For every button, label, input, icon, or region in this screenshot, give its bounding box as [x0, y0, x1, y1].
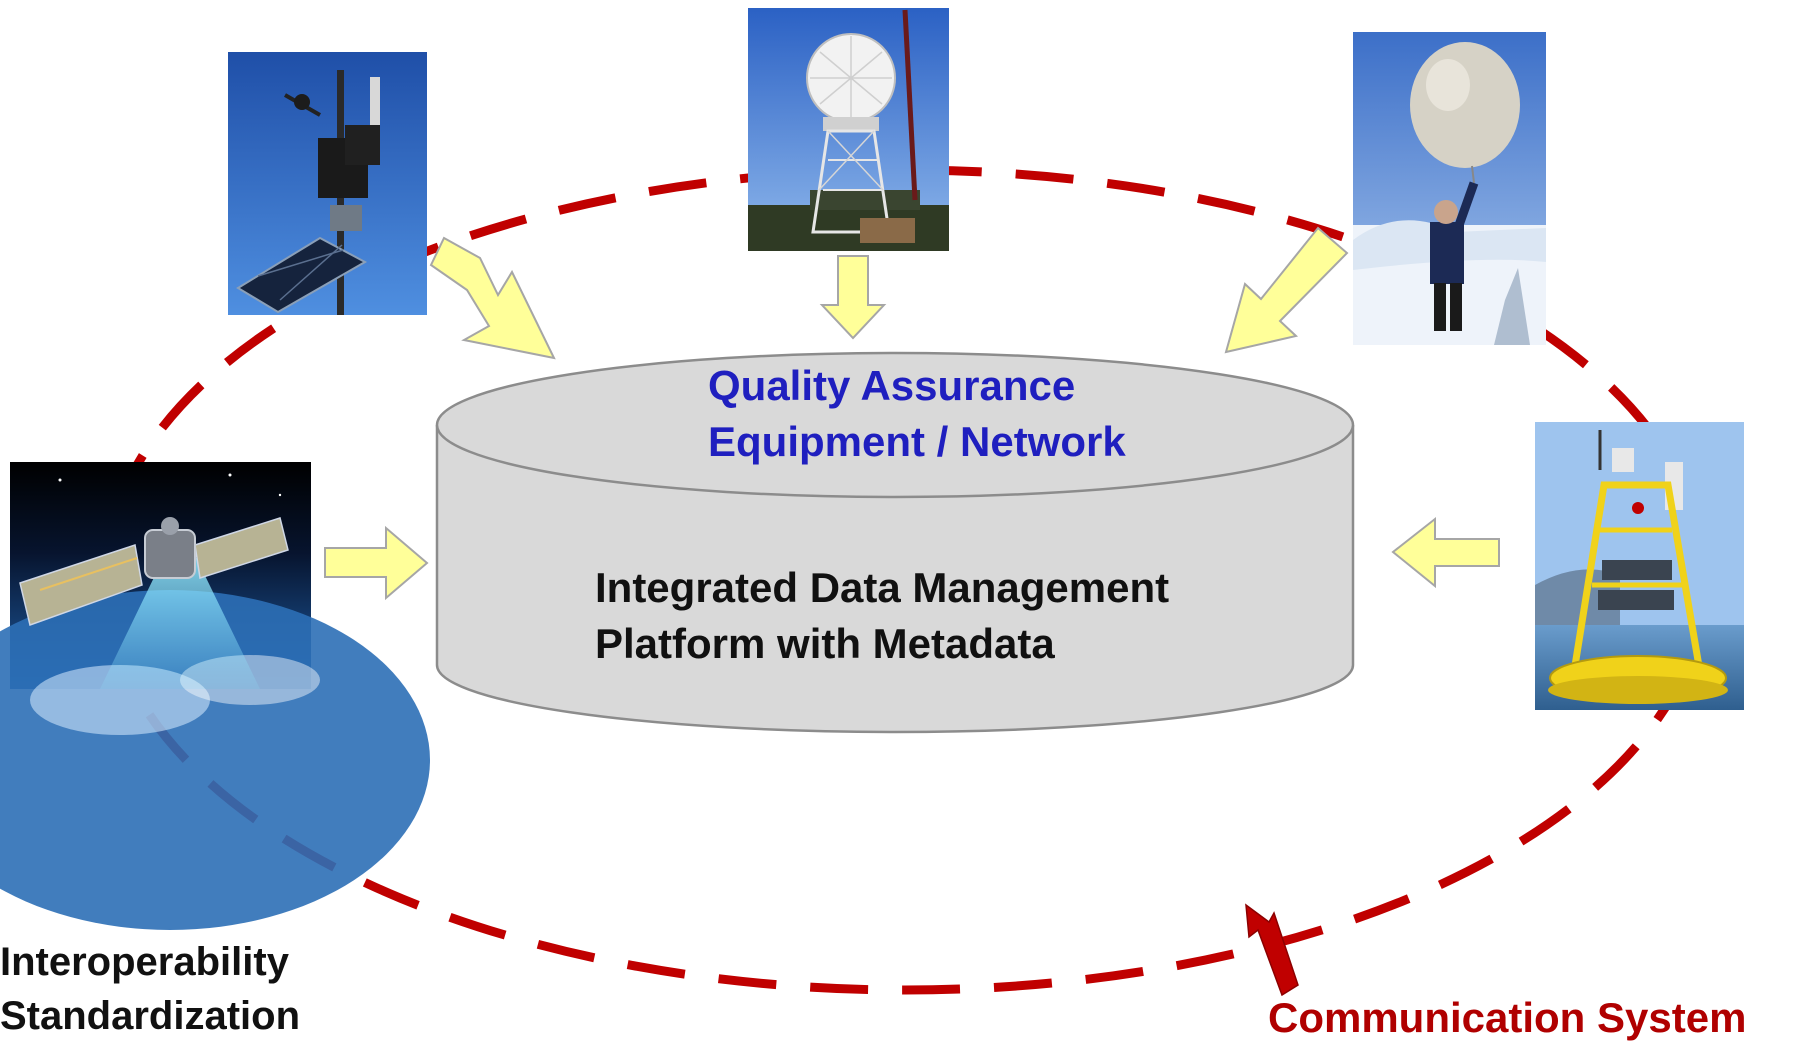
- weather-balloon-photo: [1353, 32, 1546, 345]
- database-cylinder: [435, 351, 1355, 734]
- arrow-balloon-to-database: [1224, 226, 1349, 354]
- arrow-radar-to-database: [819, 255, 887, 340]
- radar-tower-photo: [748, 8, 949, 251]
- weather-station-photo: [228, 52, 427, 315]
- quality-assurance-line-1: Quality Assurance: [708, 362, 1076, 409]
- arrow-buoy-to-database: [1391, 516, 1500, 589]
- arrow-station-to-database: [429, 236, 556, 360]
- interoperability-label: Interoperability Standardization: [0, 935, 300, 1043]
- communication-system-label: Communication System: [1268, 994, 1747, 1041]
- data-management-line-2: Platform with Metadata: [595, 620, 1055, 667]
- interoperability-line-1: Interoperability: [0, 940, 289, 984]
- quality-assurance-label: Quality Assurance Equipment / Network: [708, 358, 1126, 470]
- satellite-photo: [0, 462, 430, 930]
- data-management-label: Integrated Data Management Platform with…: [595, 560, 1169, 672]
- buoy-photo: [1535, 422, 1744, 710]
- arrow-satellite-to-database: [324, 525, 429, 601]
- data-management-line-1: Integrated Data Management: [595, 564, 1170, 611]
- interoperability-line-2: Standardization: [0, 994, 301, 1038]
- quality-assurance-line-2: Equipment / Network: [708, 418, 1126, 465]
- communication-arrow: [1245, 903, 1299, 997]
